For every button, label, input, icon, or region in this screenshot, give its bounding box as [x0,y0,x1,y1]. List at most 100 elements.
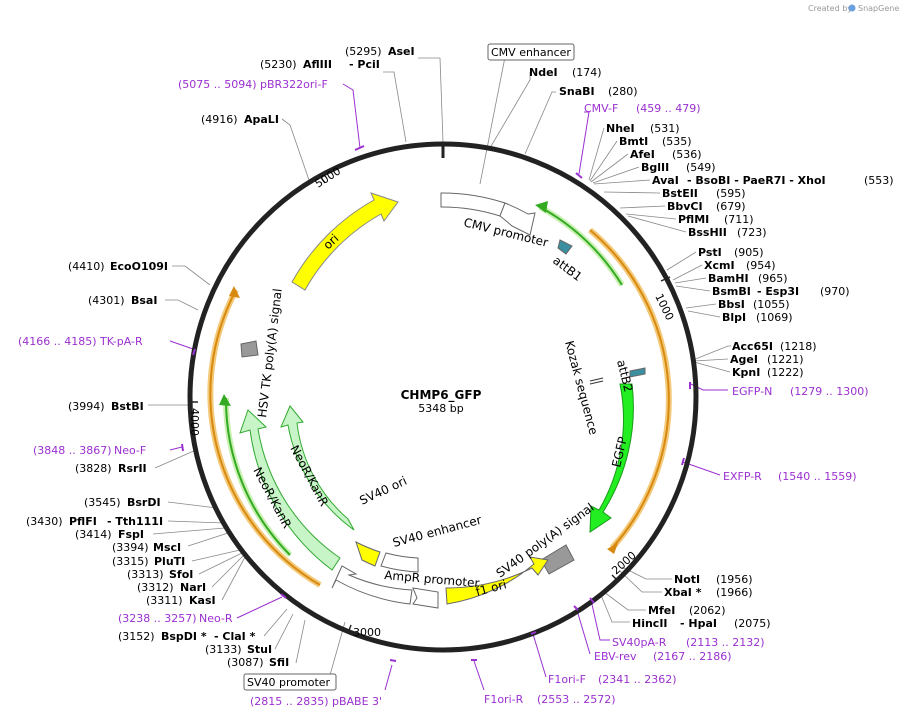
leader-bbsi [685,303,717,309]
leader-kpni [693,361,731,373]
site-pos-nari: (3312) [137,581,174,594]
site-name-bsteii: BstEII [662,187,698,200]
site-pos-bsteii: (595) [716,187,746,200]
leader-stui [274,613,294,650]
site-name-kasi: KasI [189,594,216,607]
primer-name-sv40par: SV40pA-R [612,636,667,649]
primer-marks [181,145,691,662]
ruler-ticks [190,175,671,634]
leader-rsrii [154,449,197,469]
site-name-sfii: SfiI [269,656,289,669]
site-name-ndei: NdeI [529,66,558,79]
features [239,192,646,609]
orange-arc-head-left [229,286,240,298]
site-pos-xbai: (1966) [716,586,753,599]
site-pos-sfoi: (3313) [127,568,164,581]
site-pos-acc65i: (1218) [780,340,817,353]
leader-pbabe [384,664,393,691]
site-name-bsmbi: BsmBI [712,285,751,298]
site-pos-psti: (905) [734,246,764,259]
site-pos-sfii: (3087) [227,656,264,669]
primer-range-pbabe: (2815 .. 2835) [250,695,329,708]
site-name-avai: AvaI [652,174,679,187]
primer-leader-lines [169,83,728,691]
site-pos-ndei: (174) [572,66,602,79]
leader-bsrdi [167,501,218,509]
leader-bsmbi [675,285,711,292]
primer-range-exfpr: (1540 .. 1559) [778,470,857,483]
primer-range-f1orif: (2341 .. 2362) [598,673,677,686]
site-pos-pflmi: (711) [724,213,754,226]
site-pos-bbvci: (679) [716,200,746,213]
outer-arc-green-top [539,206,623,286]
site-name-bsrdi: BsrDI [127,496,161,509]
primer-range-ebvrev: (2167 .. 2186) [653,650,732,663]
site-name-bbvci: BbvCI [667,200,703,213]
site-name-pflfi: PflFI [69,515,97,528]
ampr-promoter-arrow [331,565,413,605]
leader-sfoi [198,552,243,575]
label-egfp: EGFP [609,435,630,468]
leader-bglii [592,166,640,184]
leader-nari [211,554,245,588]
site-name-bstbi: BstBI [111,400,144,413]
leader-msci [187,532,229,547]
label-sv40-enhancer: SV40 enhancer [391,513,483,550]
kozak-mark [589,377,604,382]
site-pos-asei: (5295) [345,45,382,58]
site-pos-bstbi: (3994) [68,400,105,413]
leader-pflmi [625,213,677,220]
site-extra-bspdi: - ClaI * [214,630,256,643]
site-name-acc65i: Acc65I [732,340,773,353]
site-pos-kasi: (3311) [146,594,183,607]
primer-range-egfpn: (1279 .. 1300) [790,385,869,398]
site-name-asei: AseI [388,45,415,58]
leader-asei [418,57,444,143]
plasmid-length: 5348 bp [418,402,463,415]
snapgene-logo-icon [848,4,856,12]
neor-inner-arrow [280,405,355,531]
site-pos-pluti: (3315) [112,555,149,568]
leader-bsshii [627,215,687,233]
leader-f1orif [532,633,547,678]
site-pos-hincii: (2075) [734,617,771,630]
primer-range-neof: (3848 .. 3867) [33,444,112,457]
primer-range-cmvf: (459 .. 479) [636,102,701,115]
ruler-label-5000: 5000 [313,164,344,190]
sv40-enhancer-box [380,552,419,573]
site-pos-avai: (553) [864,174,894,187]
leader-apali [281,118,310,181]
site-extra-avai: - BsoBI - PaeR7I - XhoI [687,174,826,187]
label-attB2: attB2 [614,358,635,393]
label-ampr-promoter: AmpR promoter [384,568,480,590]
site-name-bamhi: BamHI [708,272,749,285]
site-pos-noti: (1956) [716,573,753,586]
primer-name-neor: Neo-R [199,612,233,625]
site-name-ecoo109i: EcoO109I [110,260,168,273]
primer-range-pbr322: (5075 .. 5094) [178,78,257,91]
f1-ori-arrow [445,556,549,605]
leader-bamhi [674,277,707,284]
sv40-ori-box [355,540,381,567]
ruler-label-4000: 4000 [188,408,201,436]
site-pos-bsrdi: (3545) [84,496,121,509]
leader-pflfi [167,520,225,524]
leader-cmvf [578,111,590,175]
primer-name-tkpar: TK-pA-R [99,335,143,348]
attB2-marker [629,367,646,378]
leader-avai [593,179,651,185]
site-name-nari: NarI [180,581,206,594]
primers: (5075 .. 5094) pBR322ori-F CMV-F (459 ..… [18,78,869,708]
site-pos-kpni: (1222) [767,366,804,379]
primer-range-neor: (3238 .. 3257) [118,612,197,625]
site-pos-afliii: (5230) [260,58,297,71]
leader-afei [590,153,629,183]
leader-sfii [295,619,306,664]
site-pos-rsrii: (3828) [75,462,112,475]
leader-bspdi [263,608,288,637]
site-pos-afei: (536) [672,148,702,161]
site-name-xbai: XbaI * [664,586,702,599]
leader-ecoo109i [172,265,211,286]
site-name-afliii: AflIII [303,58,332,71]
